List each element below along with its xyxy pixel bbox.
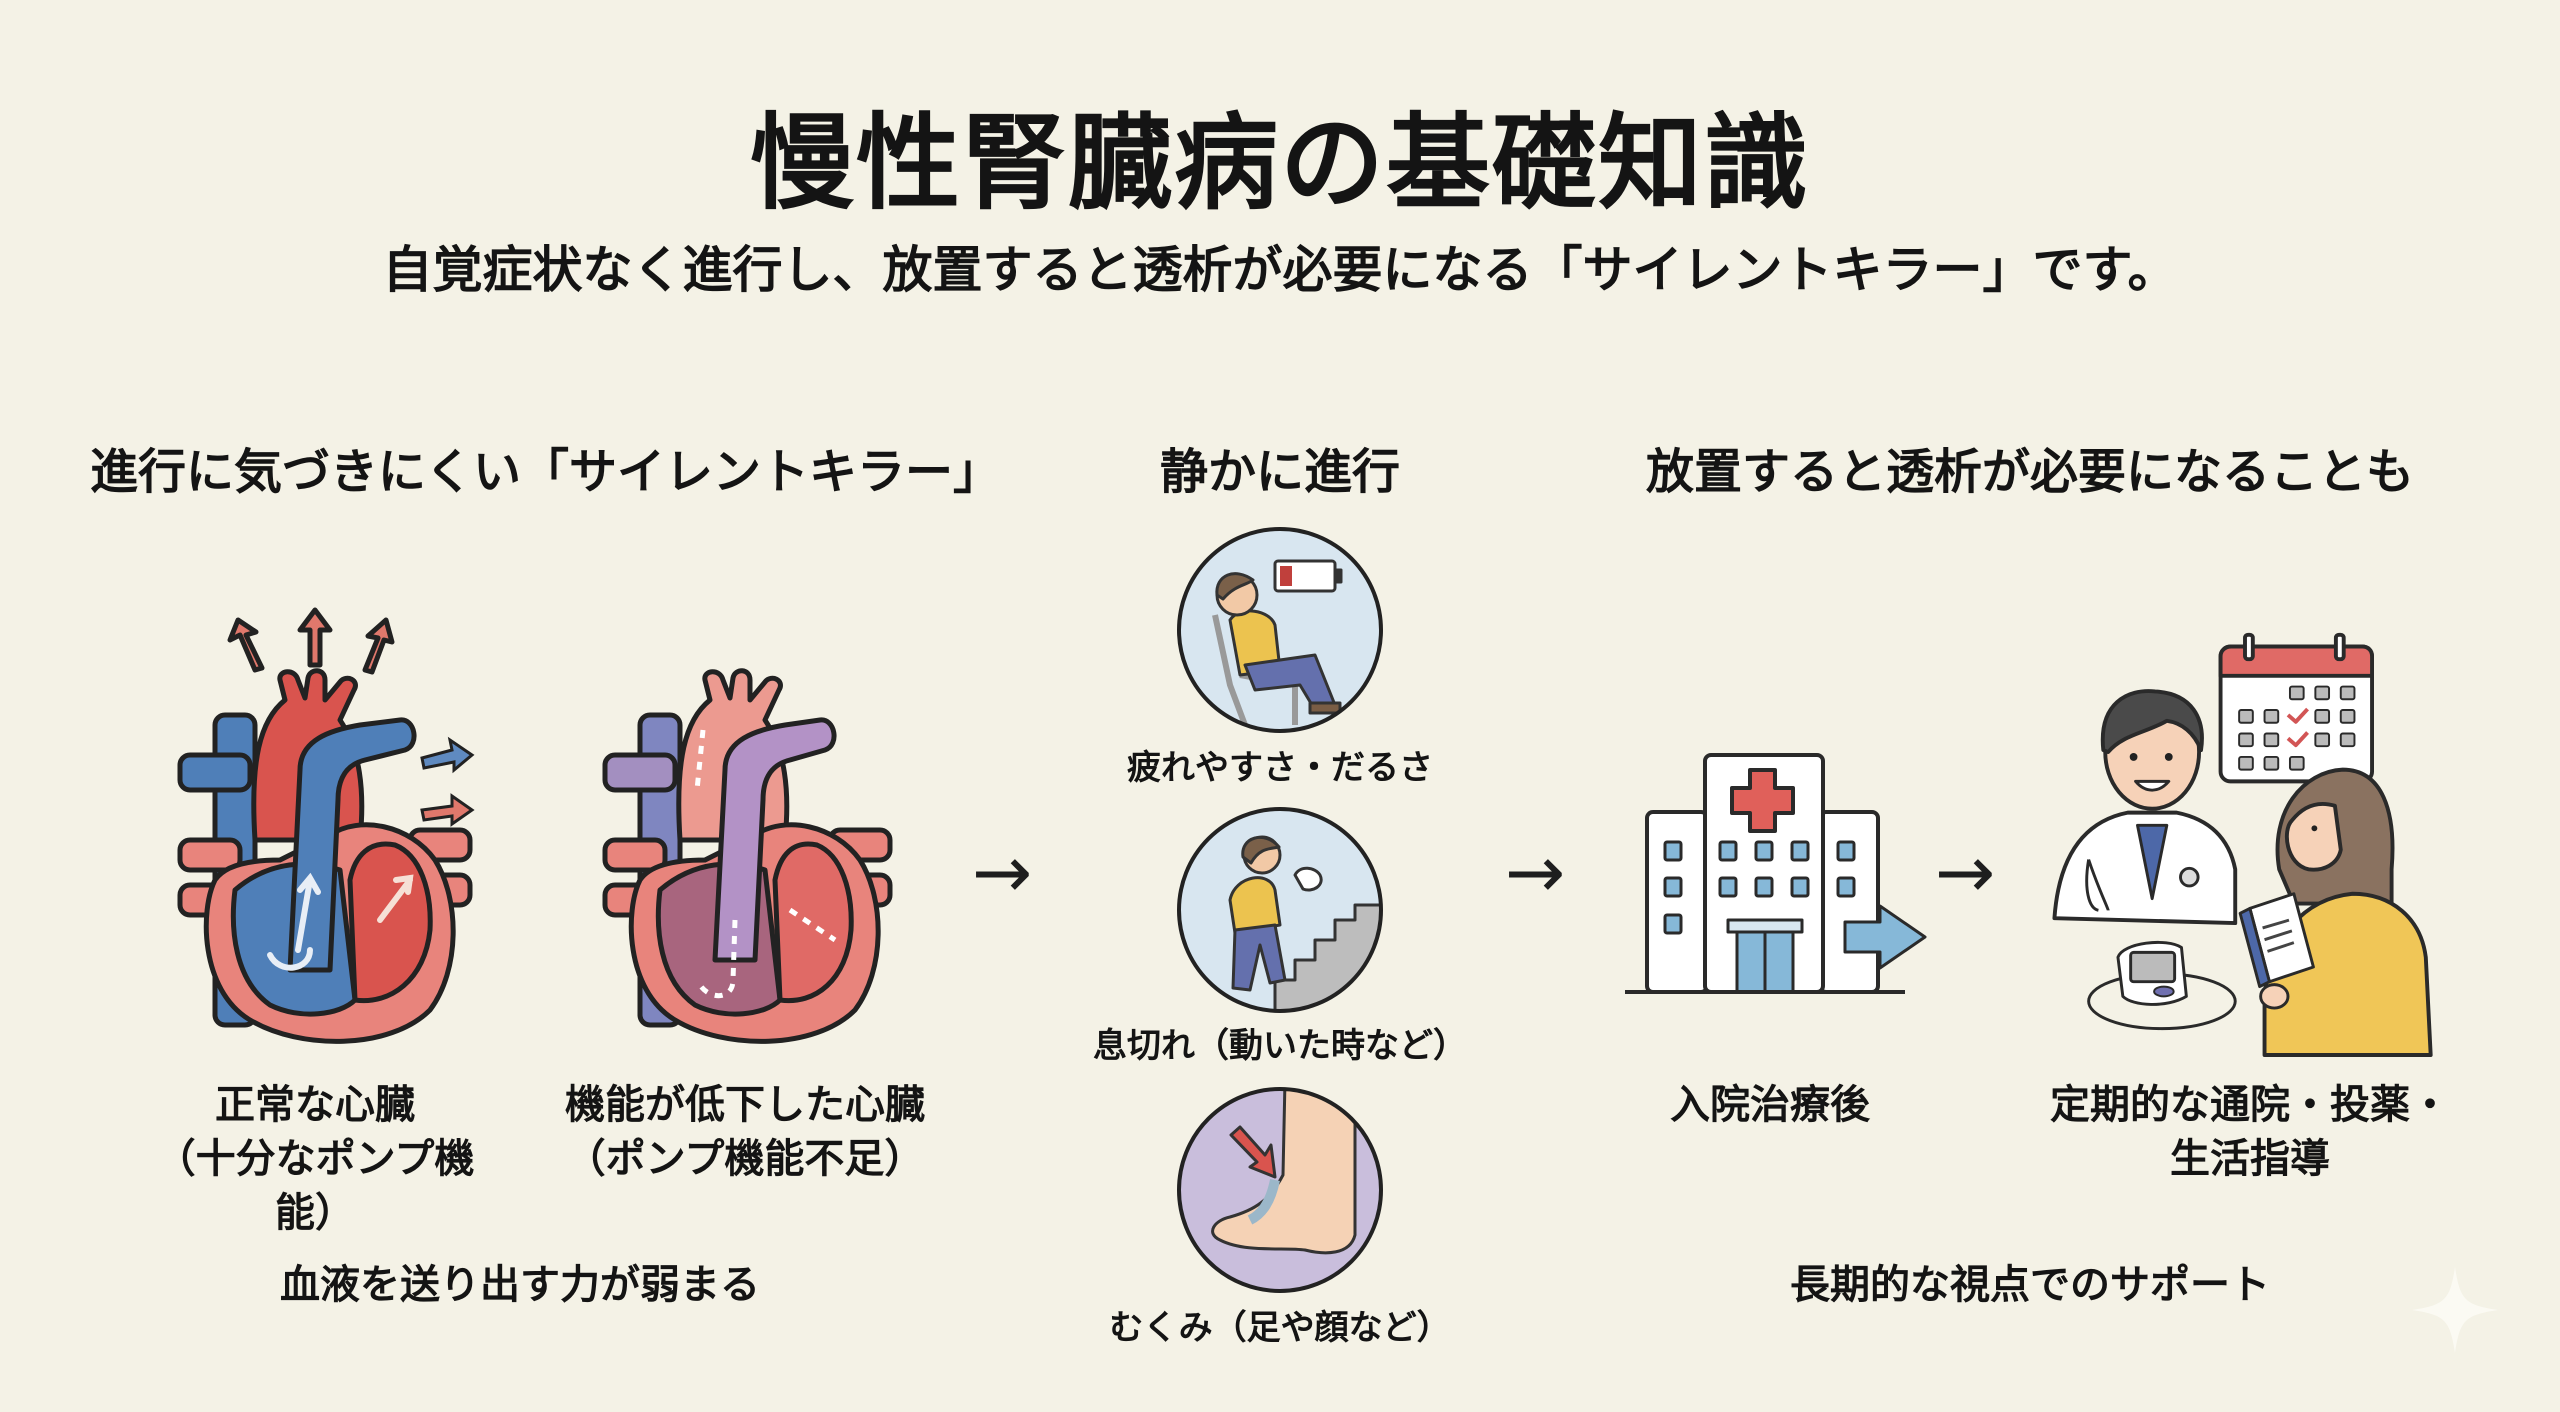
doctor-consultation-icon <box>2052 632 2433 1057</box>
flow-arrow-1: → <box>972 830 1033 914</box>
ongoing-care-label: 定期的な通院・投薬・ <box>2050 1082 2450 1128</box>
hospital-label: 入院治療後 <box>1670 1082 1870 1128</box>
weakened-heart-label: 機能が低下した心臓 <box>565 1082 925 1128</box>
symptom-label-fatigue: 疲れやすさ・だるさ <box>1127 748 1433 788</box>
section-heading-silent-progression: 静かに進行 <box>1159 444 1400 500</box>
page-title: 慢性腎臓病の基礎知識 <box>749 102 1810 224</box>
flow-arrow-3: → <box>1935 830 1996 914</box>
page-subtitle: 自覚症状なく進行し、放置すると透析が必要になる「サイレントキラー」です。 <box>382 241 2178 299</box>
section-heading-dialysis: 放置すると透析が必要になることも <box>1645 444 2414 500</box>
fatigue-icon <box>1177 527 1383 733</box>
weakened-heart-icon <box>602 668 893 1044</box>
swelling-foot-icon <box>1177 1087 1383 1293</box>
symptom-label-breathless: 息切れ（動いた時など） <box>1093 1026 1467 1066</box>
right-summary: 長期的な視点でのサポート <box>1790 1262 2270 1308</box>
flow-arrow-2: → <box>1505 830 1566 914</box>
sparkle-icon <box>2412 1267 2498 1353</box>
normal-heart-icon <box>177 607 475 1044</box>
weakened-heart-sublabel: （ポンプ機能不足） <box>565 1136 925 1182</box>
normal-heart-label: 正常な心臓 <box>215 1082 415 1128</box>
shortness-of-breath-icon <box>1177 807 1383 1013</box>
symptom-label-swelling: むくみ（足や顔など） <box>1109 1308 1451 1348</box>
normal-heart-sublabel: （十分なポンプ機能） <box>155 1136 475 1236</box>
ongoing-care-sublabel: 生活指導 <box>2170 1136 2330 1182</box>
section-heading-silent-killer: 進行に気づきにくい「サイレントキラー」 <box>90 444 1002 500</box>
hospital-icon <box>1625 753 1927 994</box>
left-summary: 血液を送り出す力が弱まる <box>280 1262 760 1308</box>
